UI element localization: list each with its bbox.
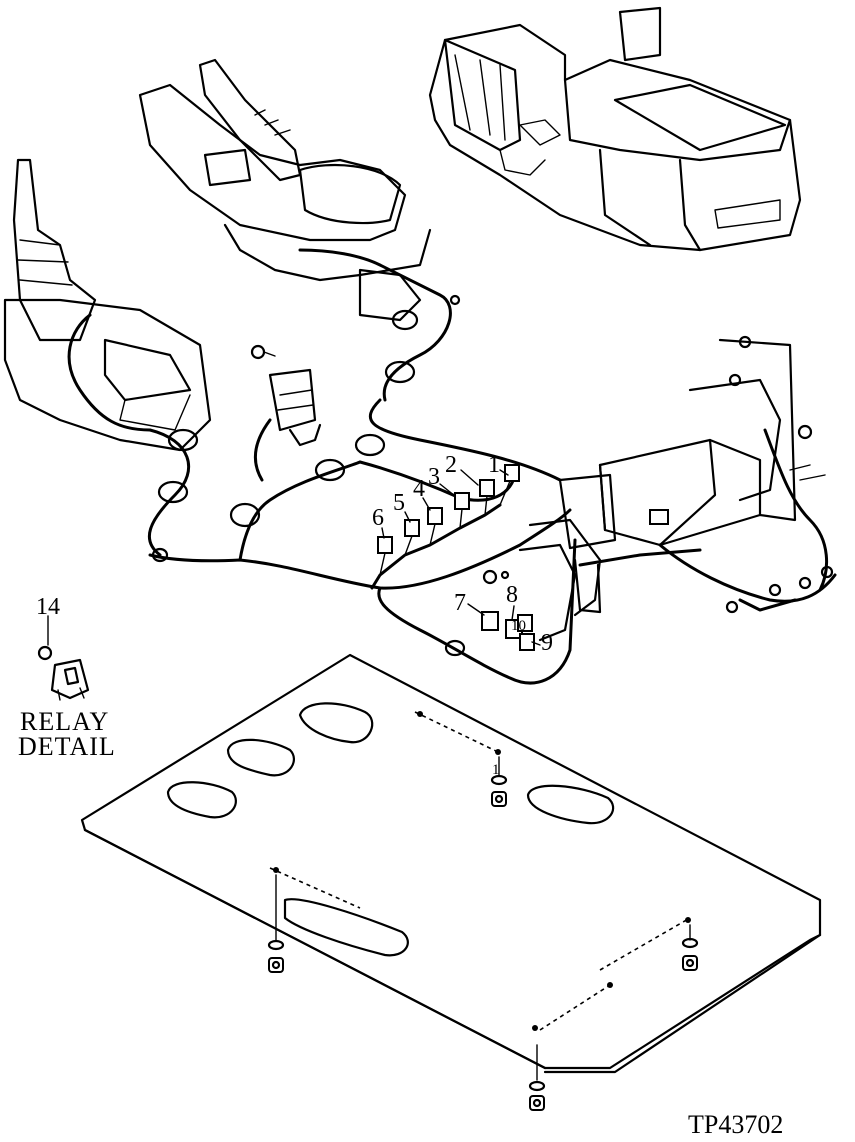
callout-plate-fastener: 1: [492, 762, 500, 778]
washer-nut-left: [267, 874, 285, 973]
controller-unit-illustration: [558, 335, 837, 614]
relay-detail-caption-line2: DETAIL: [18, 732, 116, 761]
plate-fasteners: [267, 756, 699, 1111]
relay-9: [519, 633, 535, 651]
excavator-overview-illustration: [428, 6, 802, 252]
relay-7: [481, 611, 499, 631]
callout-7: 7: [454, 590, 466, 616]
relay-10: [517, 614, 533, 632]
callout-9: 9: [541, 630, 553, 656]
callout-relay-detail: 14: [36, 594, 60, 620]
callout-4: 4: [413, 476, 425, 502]
relay-3: [454, 492, 470, 529]
callout-6: 6: [372, 505, 384, 531]
relay-2: [479, 479, 495, 516]
washer-nut-upper: [490, 756, 508, 807]
callout-10: 10: [511, 618, 526, 634]
washer-nut-bottom: [528, 1044, 546, 1111]
callout-3: 3: [428, 464, 440, 490]
callout-labels: 1 2 3 4 5 6 7 8 9 10 1 14: [36, 452, 553, 778]
callout-5: 5: [393, 490, 405, 516]
relay-row-upper: [370, 464, 520, 590]
callout-8: 8: [506, 582, 518, 608]
relay-5: [404, 519, 420, 556]
main-wiring-harness: [148, 398, 577, 685]
right-control-console-illustration: [138, 58, 461, 402]
floor-plate-illustration: [80, 653, 822, 1074]
relay-4: [427, 507, 443, 546]
callout-1: 1: [488, 452, 500, 478]
washer-nut-right: [681, 924, 699, 971]
relay-detail-illustration: [37, 615, 90, 701]
relay-6: [377, 536, 393, 576]
figure-reference-number: TP43702: [688, 1110, 783, 1139]
resistor-bracket-illustration: [250, 344, 322, 482]
relay-group-lower: [481, 518, 602, 651]
callout-2: 2: [445, 452, 457, 478]
left-control-console-illustration: [3, 158, 212, 557]
relay-detail-caption-line1: RELAY: [20, 707, 109, 736]
